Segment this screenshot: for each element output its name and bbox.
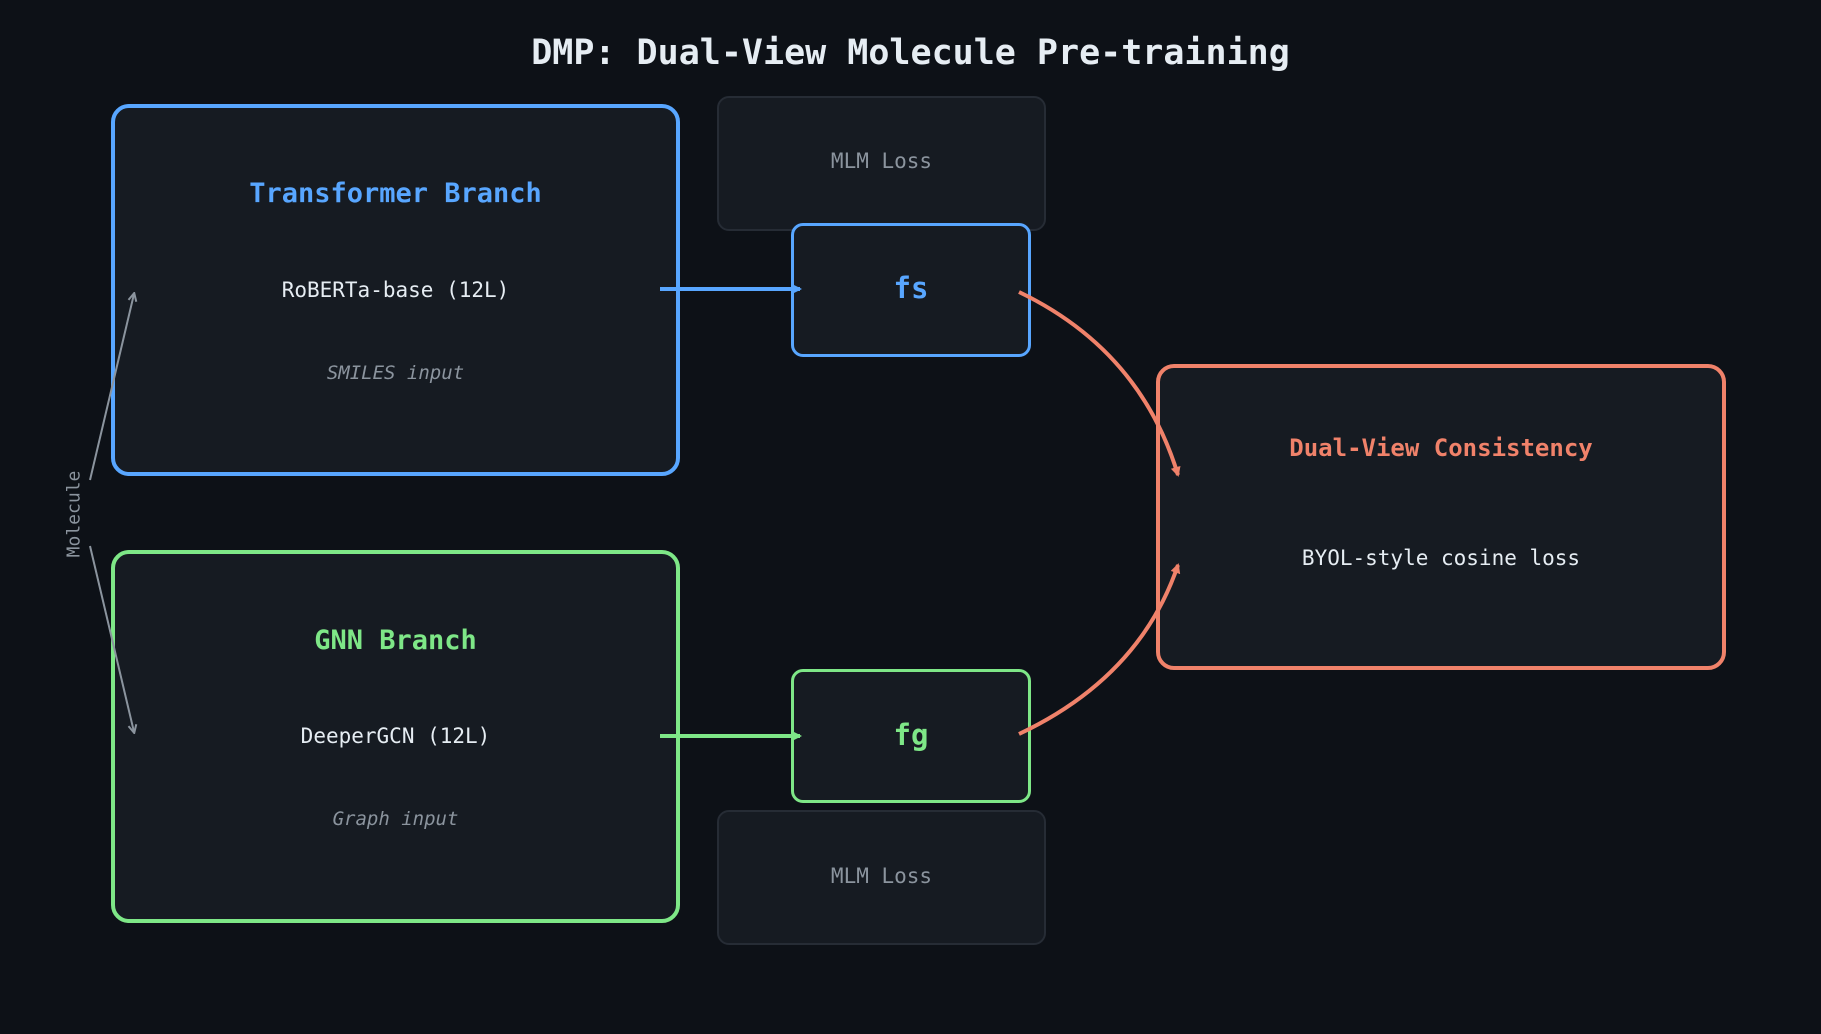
fs-to-consistency-arrow bbox=[1018, 290, 1181, 477]
consistency-heading: Dual-View Consistency bbox=[1289, 434, 1593, 462]
projection-fs-label: fs bbox=[893, 271, 929, 305]
mlm-loss-bottom-label: MLM Loss bbox=[830, 864, 933, 888]
projection-fg-label: fg bbox=[893, 718, 929, 752]
dual-view-consistency-box: Dual-View Consistency BYOL-style cosine … bbox=[1156, 364, 1726, 670]
fg-to-consistency-arrow bbox=[1018, 563, 1181, 736]
molecule-input-label: Molecule bbox=[63, 470, 85, 558]
gnn-branch-input: Graph input bbox=[332, 808, 459, 830]
gnn-branch-heading: GNN Branch bbox=[314, 625, 477, 656]
transformer-branch-input: SMILES input bbox=[326, 362, 465, 384]
consistency-subtitle: BYOL-style cosine loss bbox=[1301, 546, 1581, 570]
transformer-branch-box: Transformer Branch RoBERTa-base (12L) SM… bbox=[111, 104, 680, 476]
projection-fg-box: fg bbox=[791, 669, 1031, 803]
transformer-branch-heading: Transformer Branch bbox=[249, 178, 542, 209]
diagram-title: DMP: Dual-View Molecule Pre-training bbox=[531, 33, 1290, 73]
mlm-loss-top-box: MLM Loss bbox=[717, 96, 1046, 231]
mlm-loss-top-label: MLM Loss bbox=[830, 149, 933, 173]
gnn-branch-model: DeeperGCN (12L) bbox=[300, 724, 491, 748]
projection-fs-box: fs bbox=[791, 223, 1031, 357]
transformer-branch-model: RoBERTa-base (12L) bbox=[281, 278, 510, 302]
gnn-branch-box: GNN Branch DeeperGCN (12L) Graph input bbox=[111, 550, 680, 923]
mlm-loss-bottom-box: MLM Loss bbox=[717, 810, 1046, 945]
